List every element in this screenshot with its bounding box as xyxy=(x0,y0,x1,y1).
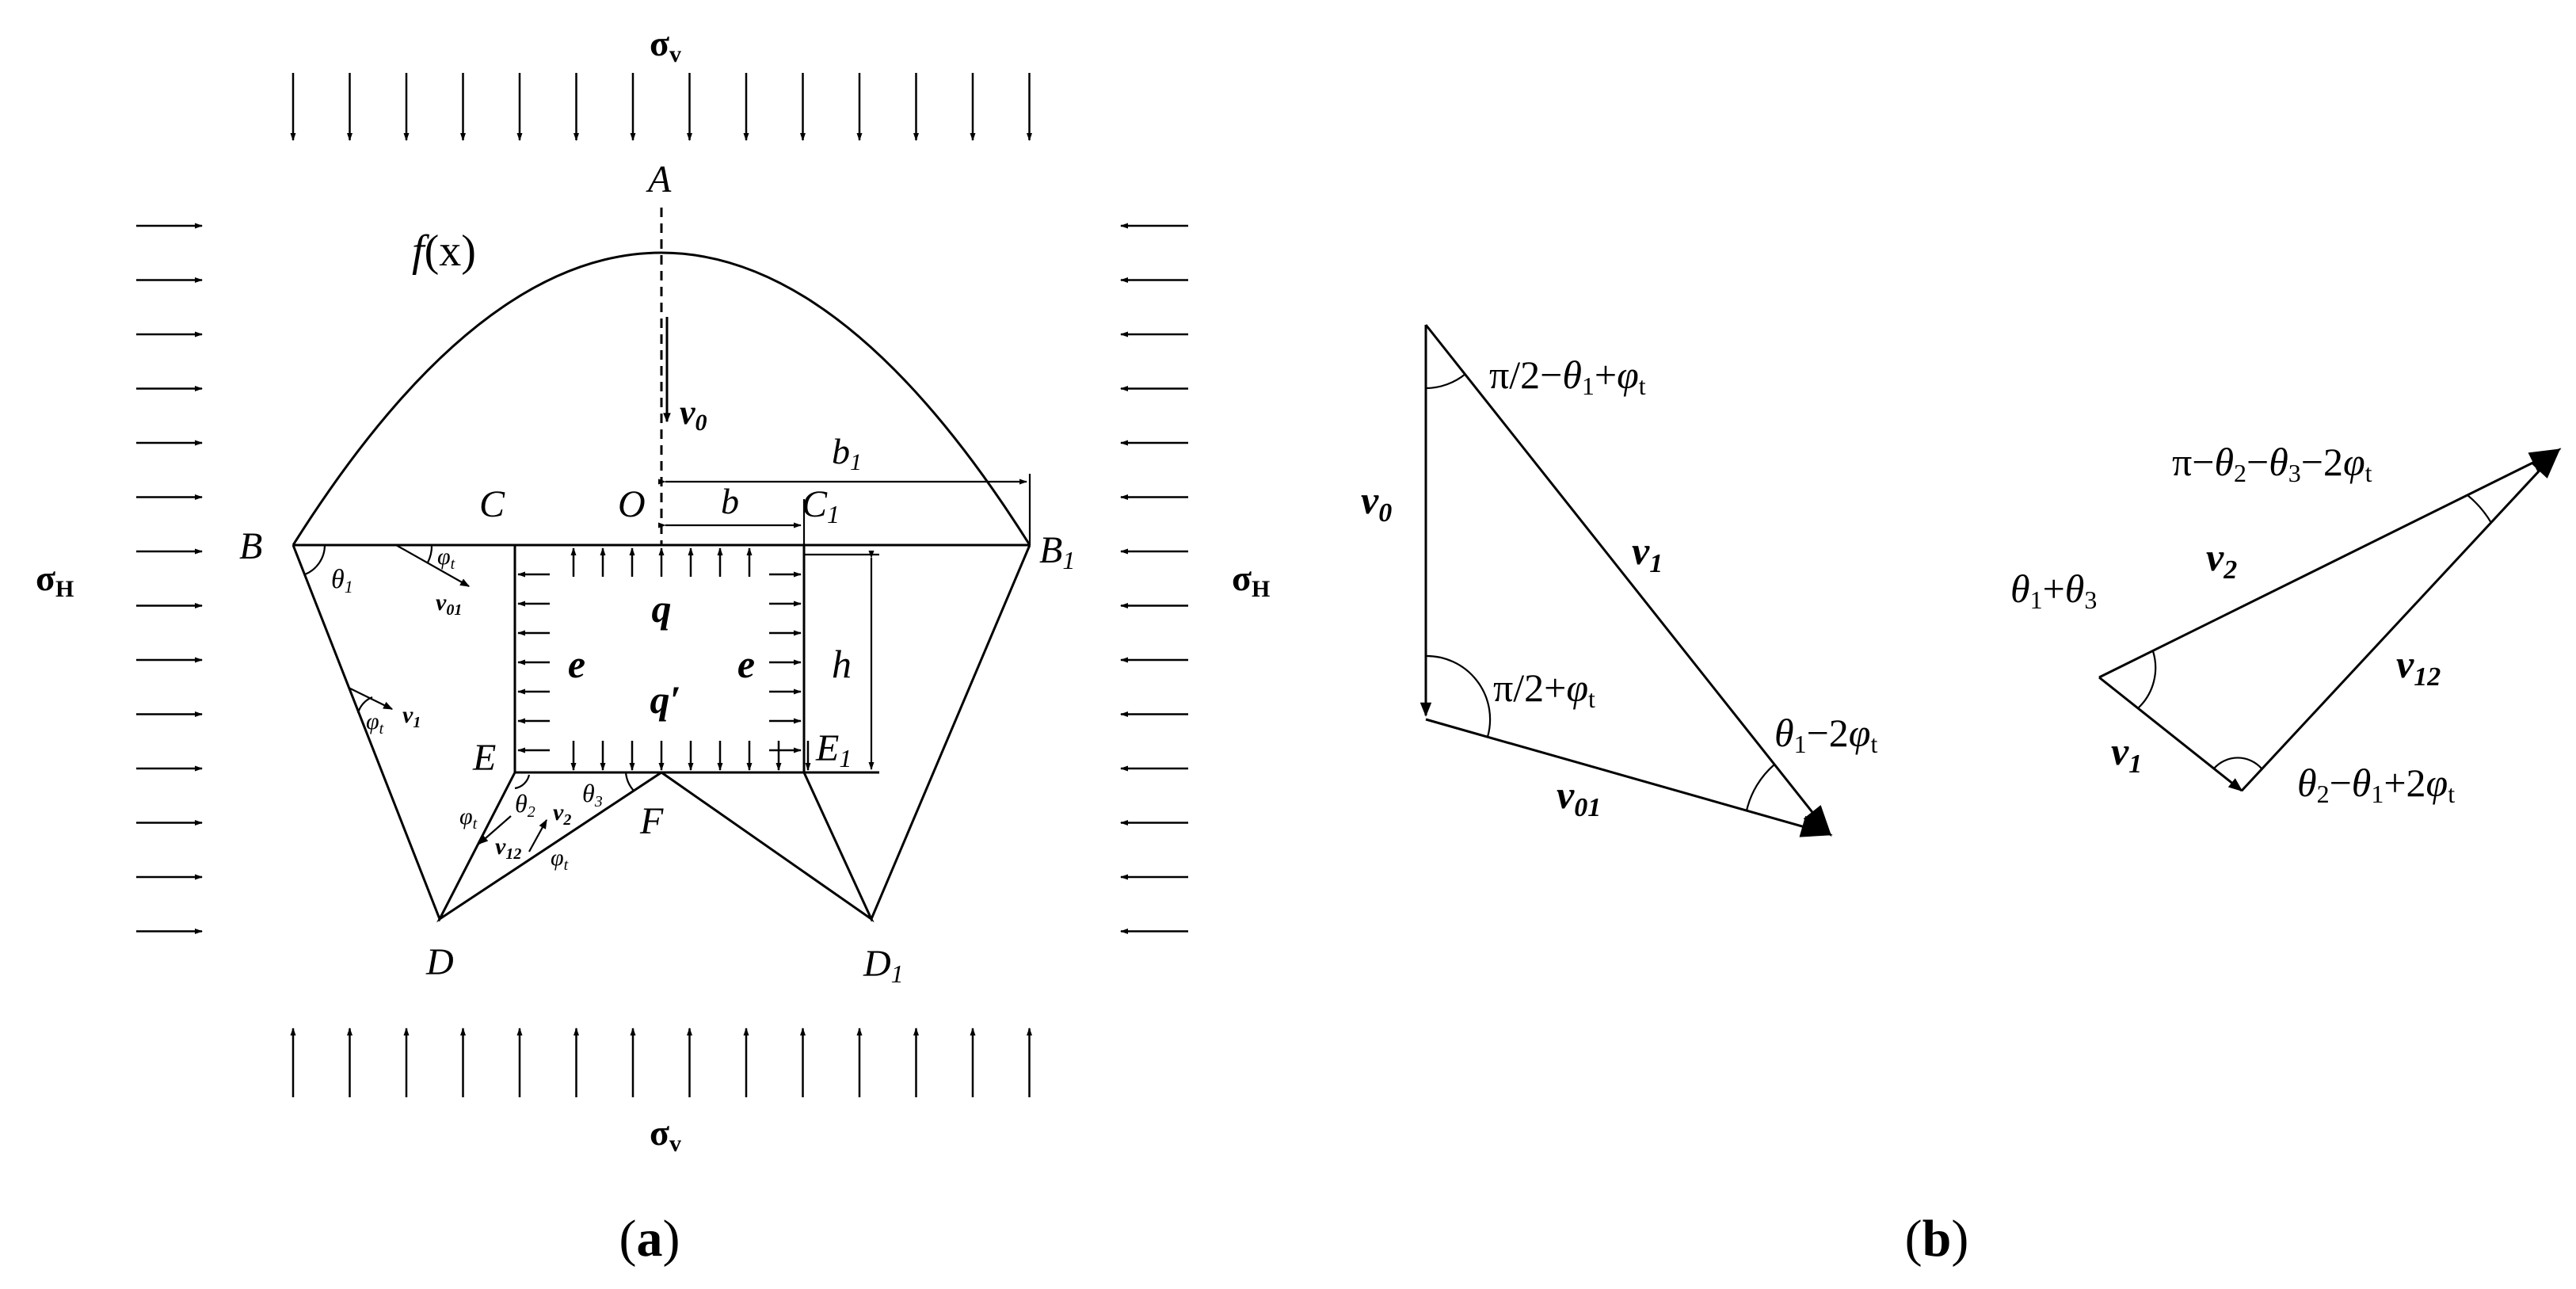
angle-phi-t-label-v12-top: φt xyxy=(459,803,478,833)
point-c1: C1 xyxy=(802,483,840,528)
tri2-angle-left: θ1+θ3 xyxy=(2010,566,2097,614)
collapse-curve xyxy=(292,251,1031,546)
angle-theta2-label: θ2 xyxy=(515,789,535,821)
sigma-h-left-label: σH xyxy=(36,558,74,602)
support-pressure-q-prime-arrows xyxy=(570,741,811,771)
panel-b: v0 v1 v01 π/2−θ1+φt π/2+φt θ1−2φt v2 v12… xyxy=(1361,324,2562,1268)
point-c: C xyxy=(479,483,505,525)
v12-label: v12 xyxy=(495,833,521,863)
point-f: F xyxy=(639,800,664,842)
v2-label: v2 xyxy=(553,799,571,829)
left-failure-lines xyxy=(292,544,662,923)
panel-a: σv σv σH σH f(x) v0 q q′ e e b1 xyxy=(36,23,1270,1268)
dim-h-label: h xyxy=(832,642,852,686)
angle-theta3-label: θ3 xyxy=(582,779,603,810)
tri2-v12-side xyxy=(2240,448,2561,792)
point-a: A xyxy=(646,158,672,200)
tri1-arc-right xyxy=(1745,764,1775,811)
angle-phi-t-label-v1: φt xyxy=(366,708,384,738)
tri1-v01-label: v01 xyxy=(1557,772,1601,822)
tri1-v1-label: v1 xyxy=(1632,528,1663,578)
panel-a-caption: (a) xyxy=(619,1210,680,1268)
tri2-v2-label: v2 xyxy=(2206,535,2237,585)
tri2-v1-label: v1 xyxy=(2111,729,2142,779)
tri2-v12-label: v12 xyxy=(2396,642,2441,692)
angle-phi-t-label-v01: φt xyxy=(437,543,455,573)
sigma-v-bottom-label: σv xyxy=(650,1112,681,1157)
point-b1: B1 xyxy=(1039,529,1075,574)
tri1-angle-top: π/2−θ1+φt xyxy=(1489,353,1646,400)
angle-arc-theta1 xyxy=(304,544,326,576)
tri1-v1-side xyxy=(1424,324,1832,837)
tri2-v1-side xyxy=(2098,676,2243,792)
sigma-h-left-arrows xyxy=(136,223,203,934)
tri1-arc-left xyxy=(1425,654,1492,738)
tri2-angle-top: π−θ2−θ3−2φt xyxy=(2172,440,2372,487)
sigma-h-right-label: σH xyxy=(1232,558,1270,602)
tri1-v01-side xyxy=(1425,718,1833,837)
point-e: E xyxy=(472,737,496,779)
curve-label: f(x) xyxy=(412,227,476,276)
angle-arc-phi-t-v1 xyxy=(356,696,373,714)
lateral-pressure-left-arrows xyxy=(517,571,550,753)
point-d: D xyxy=(425,941,454,983)
angle-arc-theta3 xyxy=(624,772,634,791)
panel-b-caption: (b) xyxy=(1905,1210,1969,1268)
tri2-arc-bottom xyxy=(2213,757,2262,769)
load-q-label: q xyxy=(652,586,672,631)
angle-arc-phi-t-v01 xyxy=(427,544,433,563)
point-e1: E1 xyxy=(815,727,852,772)
tri1-angle-left: π/2+φt xyxy=(1493,665,1595,713)
v2-direction-line xyxy=(528,818,547,852)
tri2-arc-top xyxy=(2467,494,2492,524)
load-e-left-label: e xyxy=(568,642,585,686)
point-d1: D1 xyxy=(863,943,904,988)
v01-label: v01 xyxy=(436,589,462,619)
tri2-v2-side xyxy=(2098,448,2562,679)
v1-label: v1 xyxy=(402,702,421,731)
sigma-v-bottom-arrows xyxy=(290,1028,1032,1097)
sigma-v-top-arrows xyxy=(290,73,1032,141)
v12-direction-line xyxy=(478,815,512,845)
point-b: B xyxy=(239,525,262,567)
v01-direction-line xyxy=(395,544,471,587)
load-e-right-label: e xyxy=(737,642,755,686)
lateral-pressure-right-arrows xyxy=(769,571,802,753)
tri1-v0-label: v0 xyxy=(1361,478,1392,528)
angle-phi-t-label-v12-bottom: φt xyxy=(551,845,569,874)
point-o: O xyxy=(618,483,646,525)
right-failure-lines xyxy=(661,544,1031,923)
angle-arc-theta2 xyxy=(514,774,531,790)
tri2-arc-left xyxy=(2138,650,2157,708)
tri2-angle-bottom: θ2−θ1+2φt xyxy=(2297,761,2455,808)
dim-b-label: b xyxy=(721,481,739,521)
v0-label: v0 xyxy=(680,393,707,436)
dim-b1-label: b1 xyxy=(832,431,862,475)
angle-theta1-label: θ1 xyxy=(331,565,353,597)
support-pressure-q-arrows xyxy=(570,547,753,577)
sigma-h-right-arrows xyxy=(1120,223,1188,934)
tunnel-opening xyxy=(513,543,806,774)
tri1-angle-right: θ1−2φt xyxy=(1774,711,1877,758)
sigma-v-top-label: σv xyxy=(650,23,681,67)
load-q-prime-label: q′ xyxy=(650,677,680,722)
tri1-arc-top xyxy=(1425,373,1466,390)
